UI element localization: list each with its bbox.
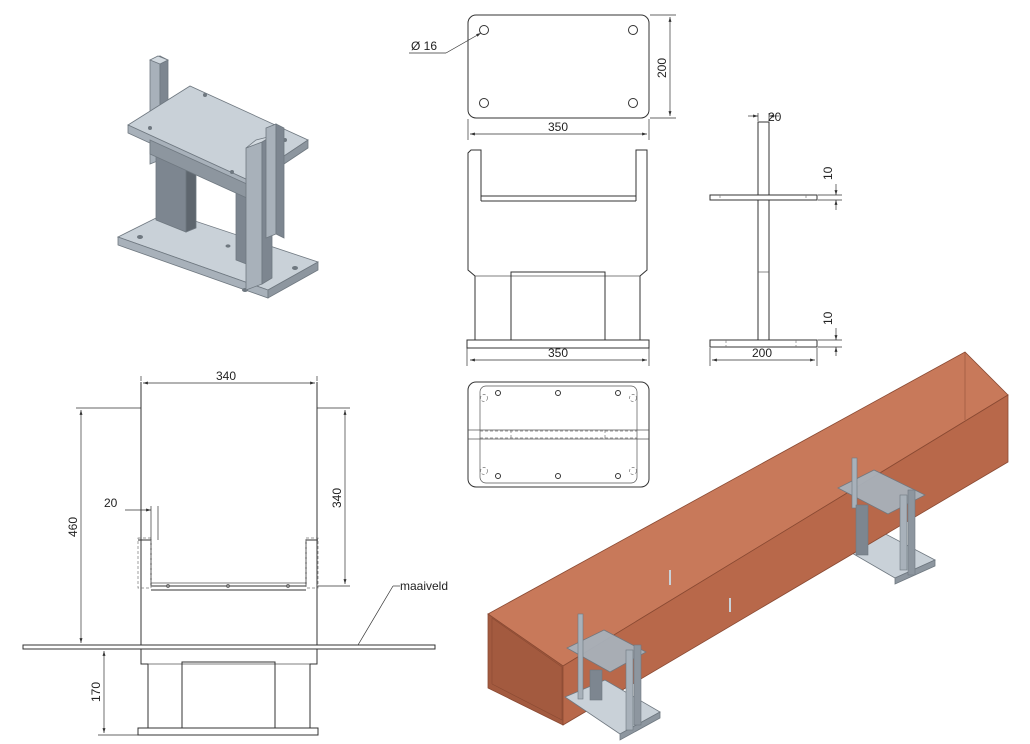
hole-top-right: [628, 25, 638, 35]
dim-350-top: 350: [548, 120, 568, 134]
front-opening: [510, 271, 606, 341]
dim-460-height: 460: [66, 517, 80, 537]
dim-10-upper: 10: [821, 166, 835, 180]
side-base-plate: [709, 339, 818, 348]
iso-beam-assembly: [487, 351, 1009, 741]
side-post: [757, 121, 770, 341]
beam-top-face: [487, 351, 1009, 667]
top-view-plate: Ø 16 200 350: [409, 14, 676, 140]
side-view: 20 10 10 200: [709, 110, 842, 366]
front-base-plate: [466, 339, 650, 349]
side-upper-plate: [709, 194, 818, 201]
dim-20-side: 20: [768, 110, 782, 124]
hole-bottom-right: [628, 98, 638, 108]
front-bracket-outline: [467, 149, 648, 341]
dim-200-side: 200: [752, 346, 772, 360]
dim-340-inner: 340: [330, 488, 344, 508]
top-plate-outline: [467, 14, 650, 119]
section-view: maaiveld 340 460 340 20 170: [22, 369, 448, 736]
hole-diameter-label: Ø 16: [411, 39, 437, 53]
dim-200-plate: 200: [655, 58, 669, 78]
ground-level-label: maaiveld: [400, 579, 448, 593]
bottom-plate-outline: [467, 381, 650, 488]
hole-top-left: [479, 25, 489, 35]
dim-20-section: 20: [104, 496, 118, 510]
hole-bottom-left: [479, 98, 489, 108]
iso-base-plate-side: [267, 261, 319, 299]
dim-350-front: 350: [548, 346, 568, 360]
front-view: 350: [466, 149, 650, 366]
dim-10-lower: 10: [821, 311, 835, 325]
dim-170-depth: 170: [89, 682, 103, 702]
iso-bracket-view: [116, 55, 319, 299]
ground-level-line: [22, 644, 436, 650]
dim-340-width: 340: [216, 369, 236, 383]
bottom-view: [467, 381, 650, 488]
